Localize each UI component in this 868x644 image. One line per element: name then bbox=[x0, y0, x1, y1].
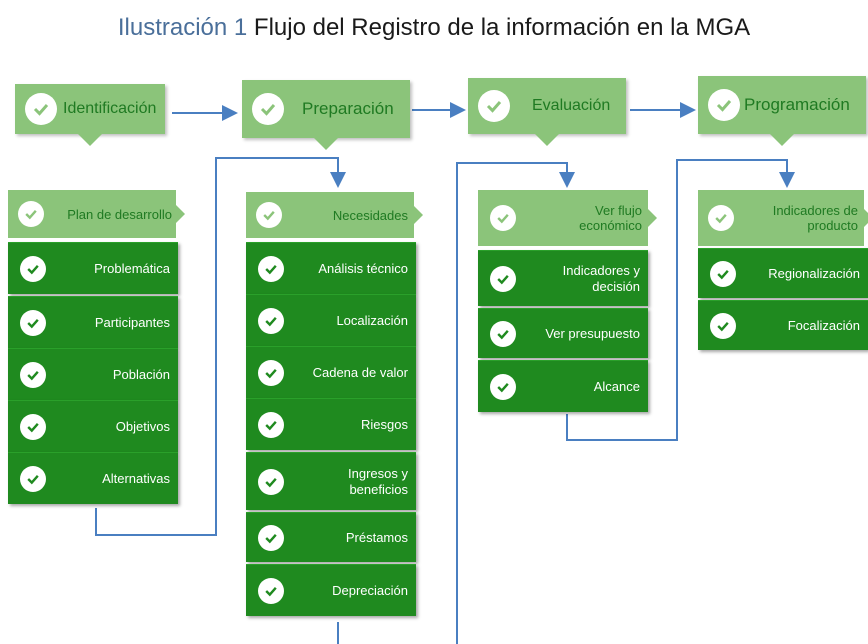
stage-preparacion: Preparación bbox=[242, 80, 410, 150]
list-item-label: Riesgos bbox=[361, 416, 408, 432]
list-item-label: Cadena de valor bbox=[312, 364, 408, 380]
list-item-label: Objetivos bbox=[115, 418, 170, 434]
list-item: Análisis técnico bbox=[246, 242, 416, 294]
list-item: Ver presupuesto bbox=[478, 308, 648, 358]
caption-label: Ilustración 1 bbox=[117, 14, 248, 41]
list-item-label: Depreciación bbox=[332, 582, 408, 598]
list-item: Préstamos bbox=[246, 512, 416, 562]
stage-label: Identificación bbox=[63, 100, 157, 117]
list-item: Cadena de valor bbox=[246, 346, 416, 398]
list-item-label: Ingresos y beneficios bbox=[348, 465, 408, 497]
list-item-label: Problemática bbox=[94, 260, 170, 276]
column-header: Plan de desarrollo bbox=[8, 190, 185, 238]
list-item: Regionalización bbox=[698, 248, 868, 298]
check-circle-icon bbox=[252, 93, 284, 125]
stage-label: Preparación bbox=[302, 99, 394, 118]
list-item-label: Focalización bbox=[787, 317, 860, 333]
list-item-label: Población bbox=[112, 366, 170, 382]
stage-programacion: Programación bbox=[698, 76, 866, 146]
check-circle-icon bbox=[258, 525, 284, 551]
check-circle-icon bbox=[258, 469, 284, 495]
column-header-label: Ver flujo económico bbox=[579, 203, 642, 233]
check-circle-icon bbox=[20, 310, 46, 336]
caption-text: Flujo del Registro de la información en … bbox=[253, 14, 751, 41]
stage-label: Evaluación bbox=[532, 97, 611, 114]
check-circle-icon bbox=[478, 90, 510, 122]
check-circle-icon bbox=[490, 205, 516, 231]
list-item-label: Localización bbox=[336, 312, 408, 328]
column-header-label: Plan de desarrollo bbox=[67, 206, 172, 222]
list-item: Participantes bbox=[8, 296, 178, 348]
list-item: Alcance bbox=[478, 360, 648, 412]
column-header-label: Indicadores de producto bbox=[772, 203, 858, 233]
check-circle-icon bbox=[490, 266, 516, 292]
stage-identificacion: Identificación bbox=[15, 84, 165, 146]
check-circle-icon bbox=[258, 412, 284, 438]
check-circle-icon bbox=[258, 578, 284, 604]
column-header: Indicadores de producto bbox=[698, 190, 868, 246]
check-circle-icon bbox=[258, 360, 284, 386]
check-circle-icon bbox=[490, 321, 516, 347]
check-circle-icon bbox=[20, 414, 46, 440]
list-item: Ingresos y beneficios bbox=[246, 452, 416, 510]
check-circle-icon bbox=[20, 466, 46, 492]
list-item-label: Análisis técnico bbox=[318, 260, 408, 276]
list-item: Focalización bbox=[698, 300, 868, 350]
list-item: Depreciación bbox=[246, 564, 416, 616]
column-header: Ver flujo económico bbox=[478, 190, 657, 246]
list-item: Problemática bbox=[8, 242, 178, 294]
connector-col1-to-col2 bbox=[95, 157, 346, 536]
list-item: Población bbox=[8, 348, 178, 400]
list-item: Alternativas bbox=[8, 452, 178, 504]
check-circle-icon bbox=[490, 374, 516, 400]
list-item-label: Regionalización bbox=[768, 265, 860, 281]
list-item: Riesgos bbox=[246, 398, 416, 450]
check-circle-icon bbox=[708, 205, 734, 231]
figure-caption: Ilustración 1 Flujo del Registro de la i… bbox=[0, 14, 868, 42]
check-circle-icon bbox=[710, 313, 736, 339]
check-circle-icon bbox=[18, 201, 44, 227]
check-circle-icon bbox=[258, 256, 284, 282]
check-circle-icon bbox=[256, 202, 282, 228]
list-item-label: Indicadores y decisión bbox=[562, 262, 640, 294]
check-circle-icon bbox=[20, 362, 46, 388]
list-item: Localización bbox=[246, 294, 416, 346]
column-header-label: Necesidades bbox=[332, 207, 408, 223]
list-item-label: Ver presupuesto bbox=[545, 325, 640, 341]
stage-evaluacion: Evaluación bbox=[468, 78, 626, 146]
list-item-label: Alternativas bbox=[102, 470, 170, 486]
connector-col3-to-col4 bbox=[566, 159, 795, 441]
list-item: Objetivos bbox=[8, 400, 178, 452]
list-item-label: Participantes bbox=[94, 314, 170, 330]
list-item: Indicadores y decisión bbox=[478, 250, 648, 306]
connector-col3-entry bbox=[456, 162, 575, 644]
column-header: Necesidades bbox=[246, 192, 423, 238]
stage-label: Programación bbox=[744, 95, 850, 114]
check-circle-icon bbox=[25, 93, 57, 125]
list-item-label: Alcance bbox=[593, 378, 640, 394]
check-circle-icon bbox=[710, 261, 736, 287]
check-circle-icon bbox=[258, 308, 284, 334]
check-circle-icon bbox=[708, 89, 740, 121]
list-item-label: Préstamos bbox=[345, 529, 408, 545]
check-circle-icon bbox=[20, 256, 46, 282]
